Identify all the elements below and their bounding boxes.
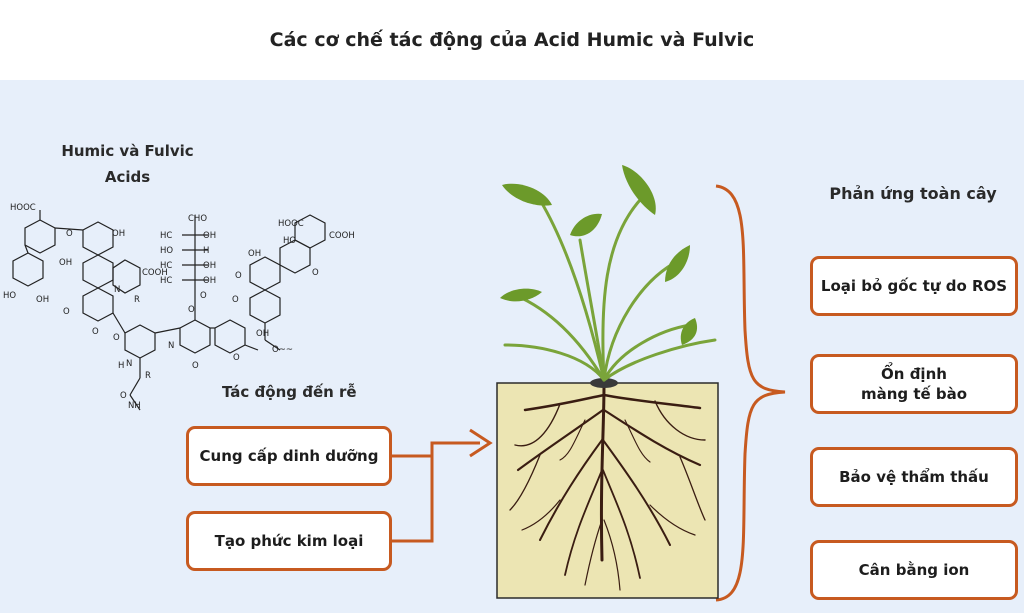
mol-label-ho-1: HO <box>3 291 16 301</box>
mol-label-tail: O~~ <box>272 345 293 355</box>
mol-label-n-1: N <box>114 285 120 295</box>
humic-molecule-structure: HOOC OH O OH HO OH COOH N R O O O H N R … <box>3 203 355 411</box>
mol-label-hooc-2: HOOC <box>278 219 304 229</box>
mol-label-ho-2: HO <box>160 246 173 256</box>
mol-label-o-8: O <box>192 361 199 371</box>
membrane-stability-line1: Ổn định <box>881 365 947 383</box>
mol-label-n-2: N <box>126 359 132 369</box>
mol-label-o-5: O <box>120 391 127 401</box>
mol-label-h-2: H <box>203 246 209 256</box>
ros-removal-box: Loại bỏ gốc tự do ROS <box>810 256 1018 316</box>
mol-label-n-3: N <box>168 341 174 351</box>
mol-label-hc-1: HC <box>160 231 172 241</box>
ion-balance-label: Cân bằng ion <box>858 561 970 579</box>
mol-label-r-2: R <box>145 371 151 381</box>
mol-label-o-7: O <box>188 305 195 315</box>
page-title: Các cơ chế tác động của Acid Humic và Fu… <box>269 29 755 51</box>
mol-label-hooc: HOOC <box>10 203 36 213</box>
metal-chelation-box: Tạo phức kim loại <box>186 511 392 571</box>
membrane-stability-line2: màng tế bào <box>860 385 968 403</box>
whole-plant-title: Phản ứng toàn cây <box>829 184 997 203</box>
mol-label-h-1: H <box>118 361 124 371</box>
mol-label-o-4: O <box>113 333 120 343</box>
header: Các cơ chế tác động của Acid Humic và Fu… <box>0 0 1024 80</box>
mol-label-o-11: O <box>232 295 239 305</box>
mol-label-r-1: R <box>134 295 140 305</box>
mol-label-o-2: O <box>63 307 70 317</box>
nutrient-supply-box: Cung cấp dinh dưỡng <box>186 426 392 486</box>
mol-label-oh-7: OH <box>248 249 261 259</box>
mol-label-oh-6: OH <box>203 276 216 286</box>
mol-label-cooh-1: COOH <box>142 268 168 278</box>
ros-removal-label: Loại bỏ gốc tự do ROS <box>820 277 1008 295</box>
mol-label-oh-1: OH <box>112 229 125 239</box>
mol-label-hc-3: HC <box>160 276 172 286</box>
mol-label-o-12: O <box>233 353 240 363</box>
mol-label-ho-3: HO <box>283 236 296 246</box>
mol-label-oh-2: OH <box>59 258 72 268</box>
mol-label-oh-4: OH <box>203 231 216 241</box>
mol-label-cooh-2: COOH <box>329 231 355 241</box>
mol-label-hc-2: HC <box>160 261 172 271</box>
ion-balance-box: Cân bằng ion <box>810 540 1018 600</box>
mol-label-nh: NH <box>128 401 141 411</box>
molecule-title-line1: Humic và Fulvic <box>61 142 194 160</box>
mol-label-o-1: O <box>66 229 73 239</box>
osmotic-protection-box: Bảo vệ thẩm thấu <box>810 447 1018 507</box>
mol-label-o-3: O <box>92 327 99 337</box>
molecule-title: Humic và Fulvic Acids <box>40 138 215 190</box>
membrane-stability-box: Ổn định màng tế bào <box>810 354 1018 414</box>
mol-label-cho: CHO <box>188 214 207 224</box>
root-effects-title: Tác động đến rễ <box>222 383 357 401</box>
mol-label-oh-8: OH <box>256 329 269 339</box>
molecule-title-line2: Acids <box>104 168 151 186</box>
mol-label-o-9: O <box>235 271 242 281</box>
mol-label-o-6: O <box>200 291 207 301</box>
osmotic-protection-label: Bảo vệ thẩm thấu <box>839 468 989 486</box>
mol-label-oh-5: OH <box>203 261 216 271</box>
mol-label-o-10: O <box>312 268 319 278</box>
mol-label-oh-3: OH <box>36 295 49 305</box>
